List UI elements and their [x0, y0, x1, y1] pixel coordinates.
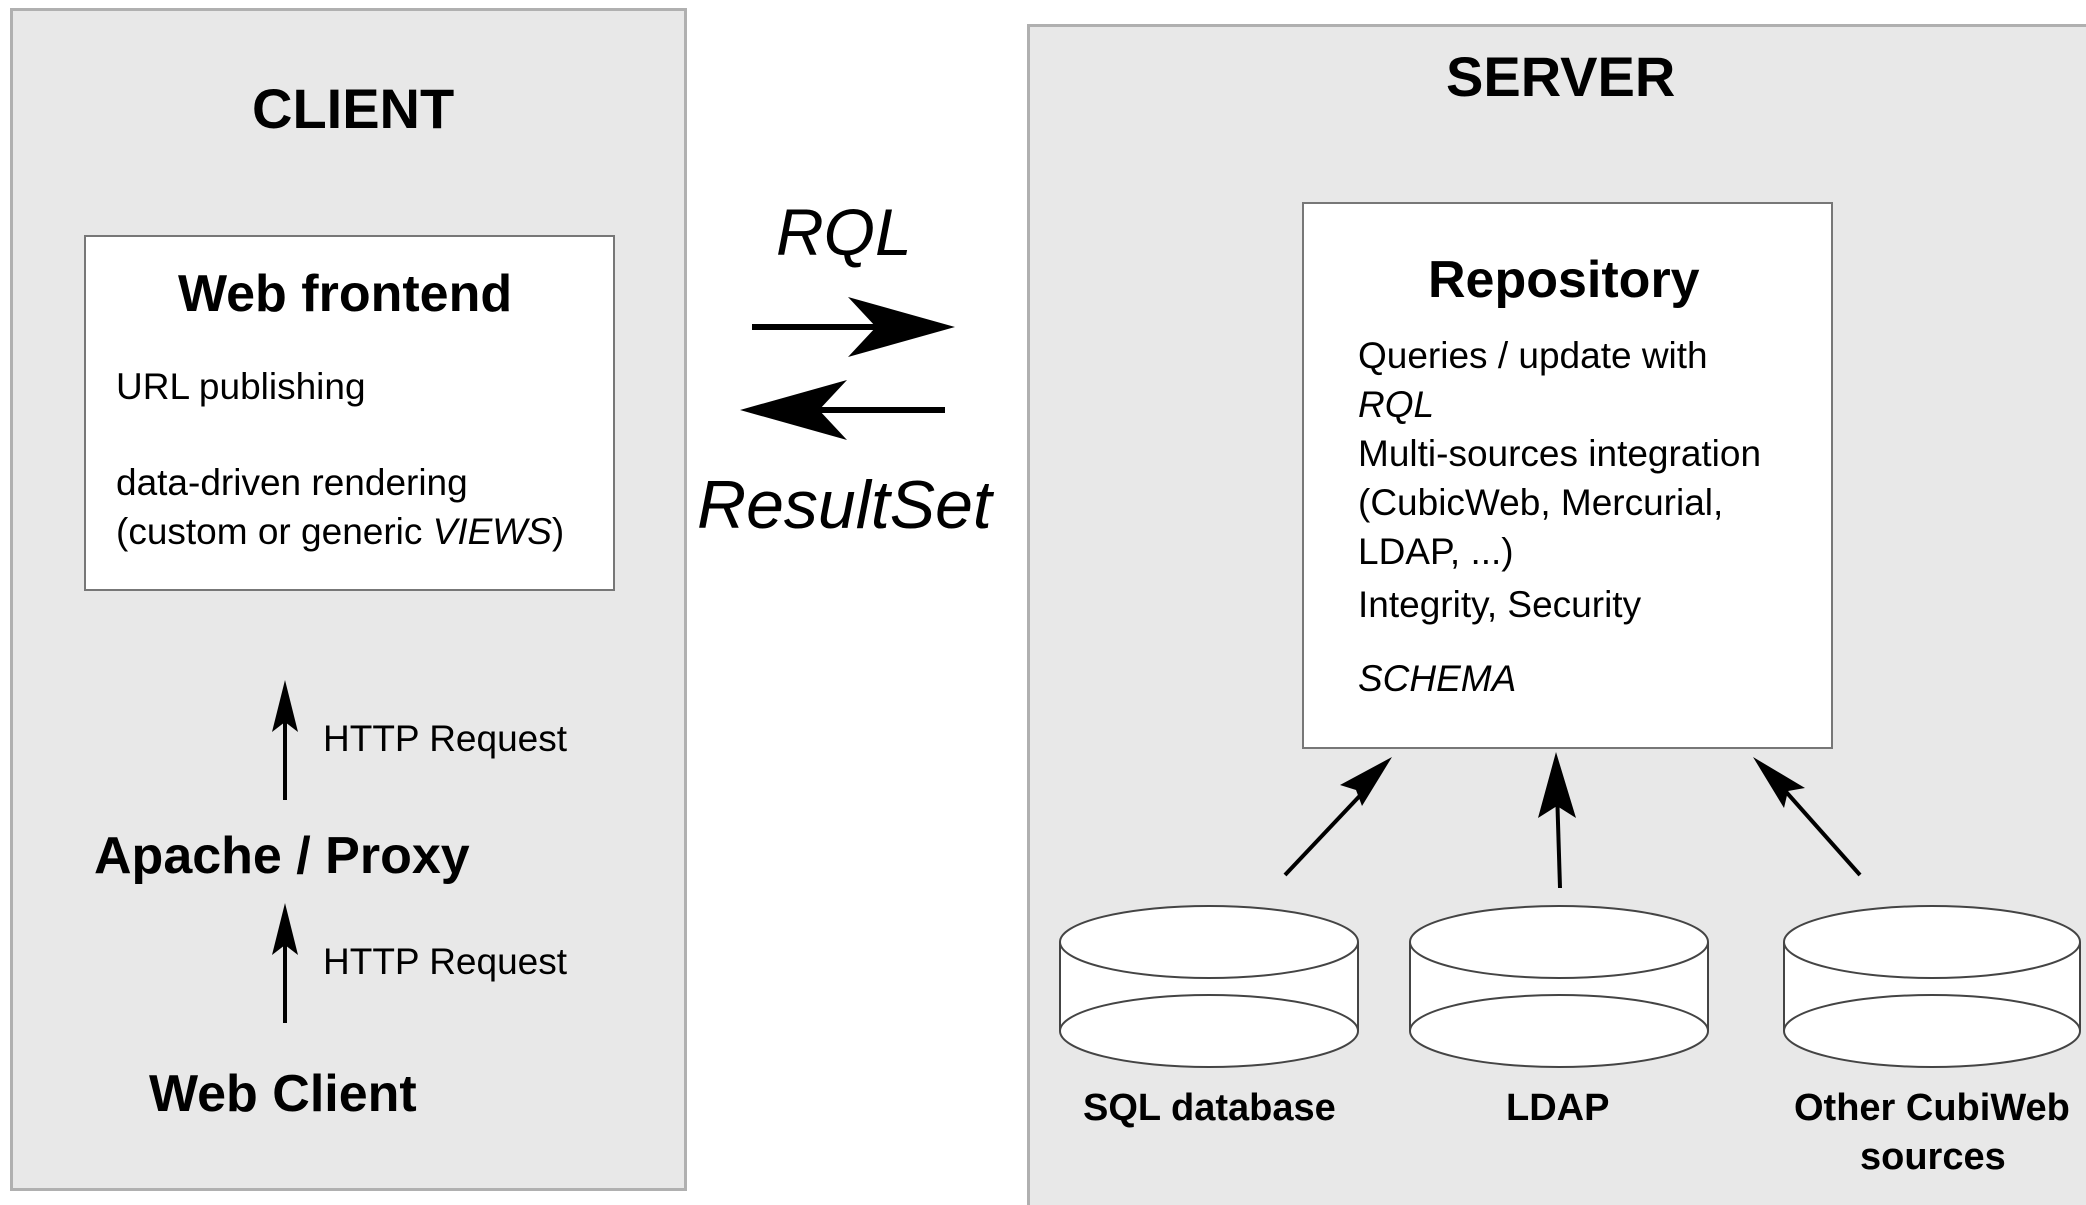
http-arrow-upper: [272, 680, 298, 800]
repo-line-cubicweb: (CubicWeb, Mercurial,: [1358, 482, 1724, 523]
rql-arrow: [752, 297, 955, 357]
web-frontend-title: Web frontend: [178, 265, 513, 323]
repository-box: [1302, 202, 1833, 749]
repo-line-schema: SCHEMA: [1358, 658, 1517, 699]
repo-line-multisources: Multi-sources integration: [1358, 433, 1762, 474]
http-arrow-lower: [272, 903, 298, 1023]
ldap-label: LDAP: [1506, 1087, 1610, 1129]
server-title: SERVER: [1446, 45, 1676, 108]
other-sources-database-icon: [1783, 905, 2081, 1068]
sql-to-repo-arrow: [1283, 757, 1392, 877]
data-driven-rendering-text: data-driven rendering: [116, 462, 468, 503]
repo-line-integrity: Integrity, Security: [1358, 584, 1642, 625]
resultset-label: ResultSet: [697, 467, 992, 543]
client-panel: [10, 8, 687, 1191]
repository-title: Repository: [1428, 251, 1700, 309]
other-cubiweb-label: Other CubiWeb: [1794, 1087, 2070, 1129]
web-client-label: Web Client: [149, 1065, 417, 1123]
repo-line-ldap: LDAP, ...): [1358, 531, 1514, 572]
sql-database-icon: [1059, 905, 1359, 1068]
repo-line-queries: Queries / update with: [1358, 335, 1708, 376]
resultset-arrow: [740, 380, 945, 440]
ldap-database-icon: [1409, 905, 1709, 1068]
other-to-repo-arrow: [1753, 757, 1862, 877]
repo-line-rql: RQL: [1358, 384, 1435, 425]
client-title: CLIENT: [252, 77, 455, 140]
rql-label: RQL: [776, 195, 912, 269]
other-cubiweb-sources-label: sources: [1860, 1136, 2006, 1178]
apache-proxy-label: Apache / Proxy: [94, 827, 470, 885]
url-publishing-text: URL publishing: [116, 366, 366, 407]
ldap-to-repo-arrow: [1538, 752, 1576, 889]
sql-database-label: SQL database: [1083, 1087, 1336, 1129]
web-frontend-box: [84, 235, 615, 591]
http-request-lower-label: HTTP Request: [323, 941, 568, 982]
http-request-upper-label: HTTP Request: [323, 718, 568, 759]
views-text: (custom or generic VIEWS): [116, 511, 565, 552]
